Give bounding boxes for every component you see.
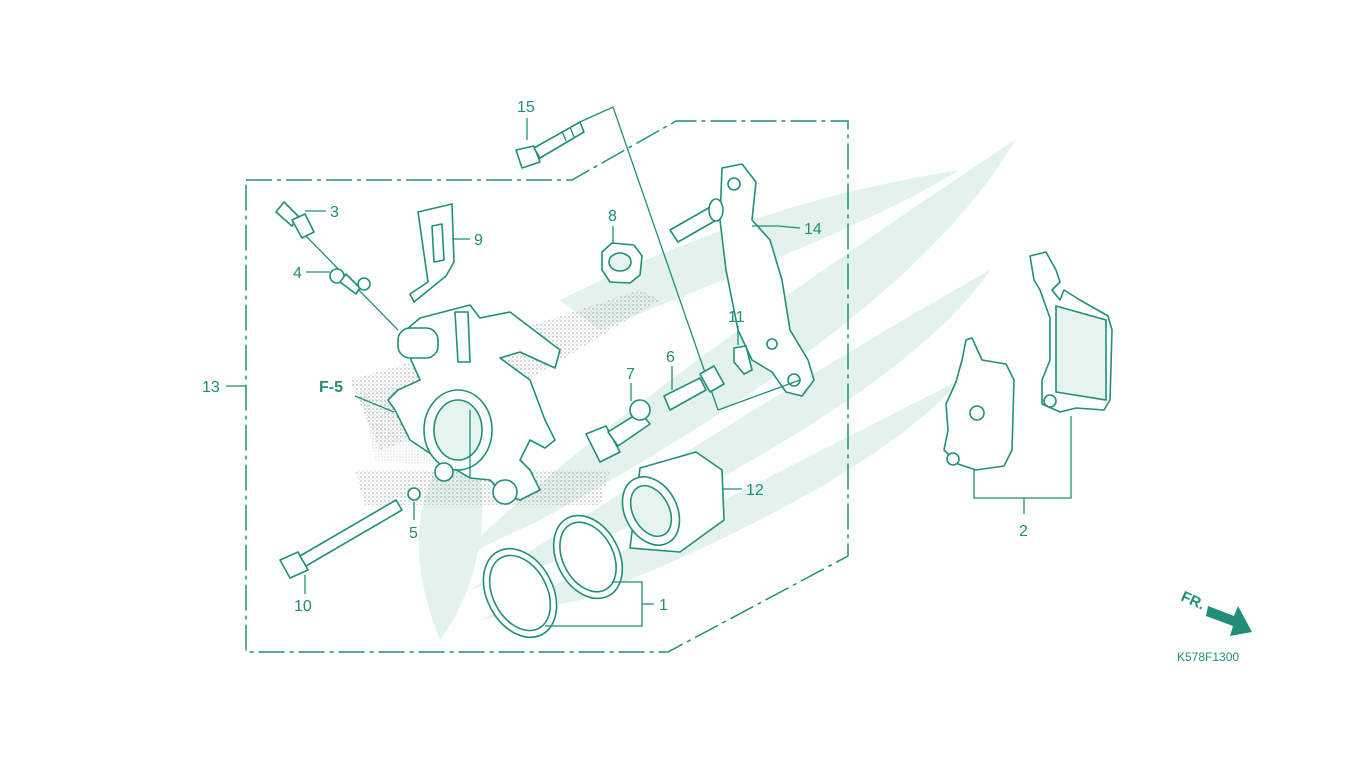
bleeder-screw-part	[275, 201, 315, 239]
callout-14: 14	[804, 221, 822, 238]
pin-bolt-part	[585, 399, 651, 463]
callout-4: 4	[293, 265, 302, 282]
pin-boot-part	[733, 345, 753, 375]
callout-3: 3	[330, 204, 339, 221]
bleeder-cap-part	[329, 268, 371, 295]
front-arrow-icon	[1206, 606, 1252, 636]
callout-11: 11	[728, 309, 745, 326]
callout-13: 13	[202, 379, 220, 396]
callout-7: 7	[626, 366, 635, 383]
diagram-code: K578F1300	[1177, 650, 1239, 664]
callout-15: 15	[517, 99, 535, 116]
callout-8: 8	[608, 208, 617, 225]
callout-1: 1	[659, 597, 668, 614]
caliper-bracket-part	[669, 163, 815, 397]
callout-2: 2	[1019, 523, 1028, 540]
callout-9: 9	[474, 232, 483, 249]
flange-bolt-part	[515, 121, 585, 169]
direction-label: FR.	[1178, 588, 1207, 613]
piston-seal-part	[482, 514, 624, 639]
callout-12: 12	[746, 482, 764, 499]
callout-5: 5	[409, 525, 418, 542]
caliper-kit-boundary	[245, 120, 849, 653]
caliper-body-part	[387, 304, 561, 505]
slide-pin-part	[663, 365, 725, 411]
pad-spring-part	[409, 203, 455, 303]
piston-part	[621, 451, 725, 553]
collar-part	[407, 487, 421, 501]
callout-10: 10	[294, 598, 312, 615]
caliper-pin-part	[279, 499, 403, 579]
brake-pad-set-part	[943, 251, 1113, 471]
boot-part	[601, 242, 643, 284]
callout-6: 6	[666, 349, 675, 366]
reference-label: F-5	[319, 379, 343, 396]
